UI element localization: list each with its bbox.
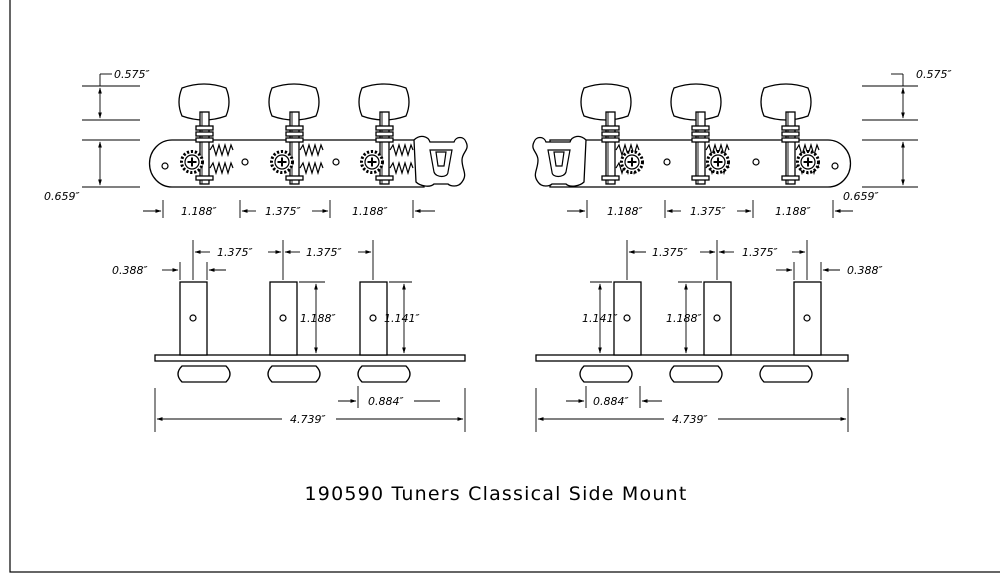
right-roller-height-tall: 1.188″ [666,312,702,325]
right-roller-height-short: 1.141″ [582,312,618,325]
right-top-end-spacing-a: 1.188″ [607,205,643,218]
right-tuner-side-view [535,281,849,383]
left-roller-height-tall: 1.188″ [300,312,336,325]
right-side-spacing-a: 1.375″ [652,246,688,259]
right-overall-length-label: 4.739″ [672,413,708,426]
left-tuner-top-view [148,83,468,188]
right-button-height-label: 0.575″ [916,68,952,81]
left-plate-height-label: 0.659″ [44,190,80,203]
left-overall-length-label: 4.739″ [290,413,326,426]
left-roller-height-short: 1.141″ [384,312,420,325]
right-plate-height-label: 0.659″ [843,190,879,203]
left-button-height-label: 0.575″ [114,68,150,81]
left-side-spacing-a: 1.375″ [217,246,253,259]
left-roller-width-label: 0.388″ [112,264,148,277]
left-end-offset-label: 0.884″ [368,395,404,408]
right-top-middle-spacing: 1.375″ [690,205,726,218]
left-side-spacing-b: 1.375″ [306,246,342,259]
right-end-offset-label: 0.884″ [593,395,629,408]
right-top-end-spacing-b: 1.188″ [775,205,811,218]
right-tuner-top-view [532,83,852,188]
right-roller-width-label: 0.388″ [847,264,883,277]
dimension-labels: 0.575″ 0.659″ 1.188″ 1.375″ 1.188″ 0.575… [44,68,952,426]
sheet-border [9,0,1000,573]
left-tuner-side-view [154,281,466,383]
left-top-middle-spacing: 1.375″ [265,205,301,218]
left-top-end-spacing-b: 1.188″ [352,205,388,218]
dimension-lines [82,73,918,432]
right-side-spacing-b: 1.375″ [742,246,778,259]
drawing-title: 190590 Tuners Classical Side Mount [305,483,688,505]
left-top-end-spacing-a: 1.188″ [181,205,217,218]
